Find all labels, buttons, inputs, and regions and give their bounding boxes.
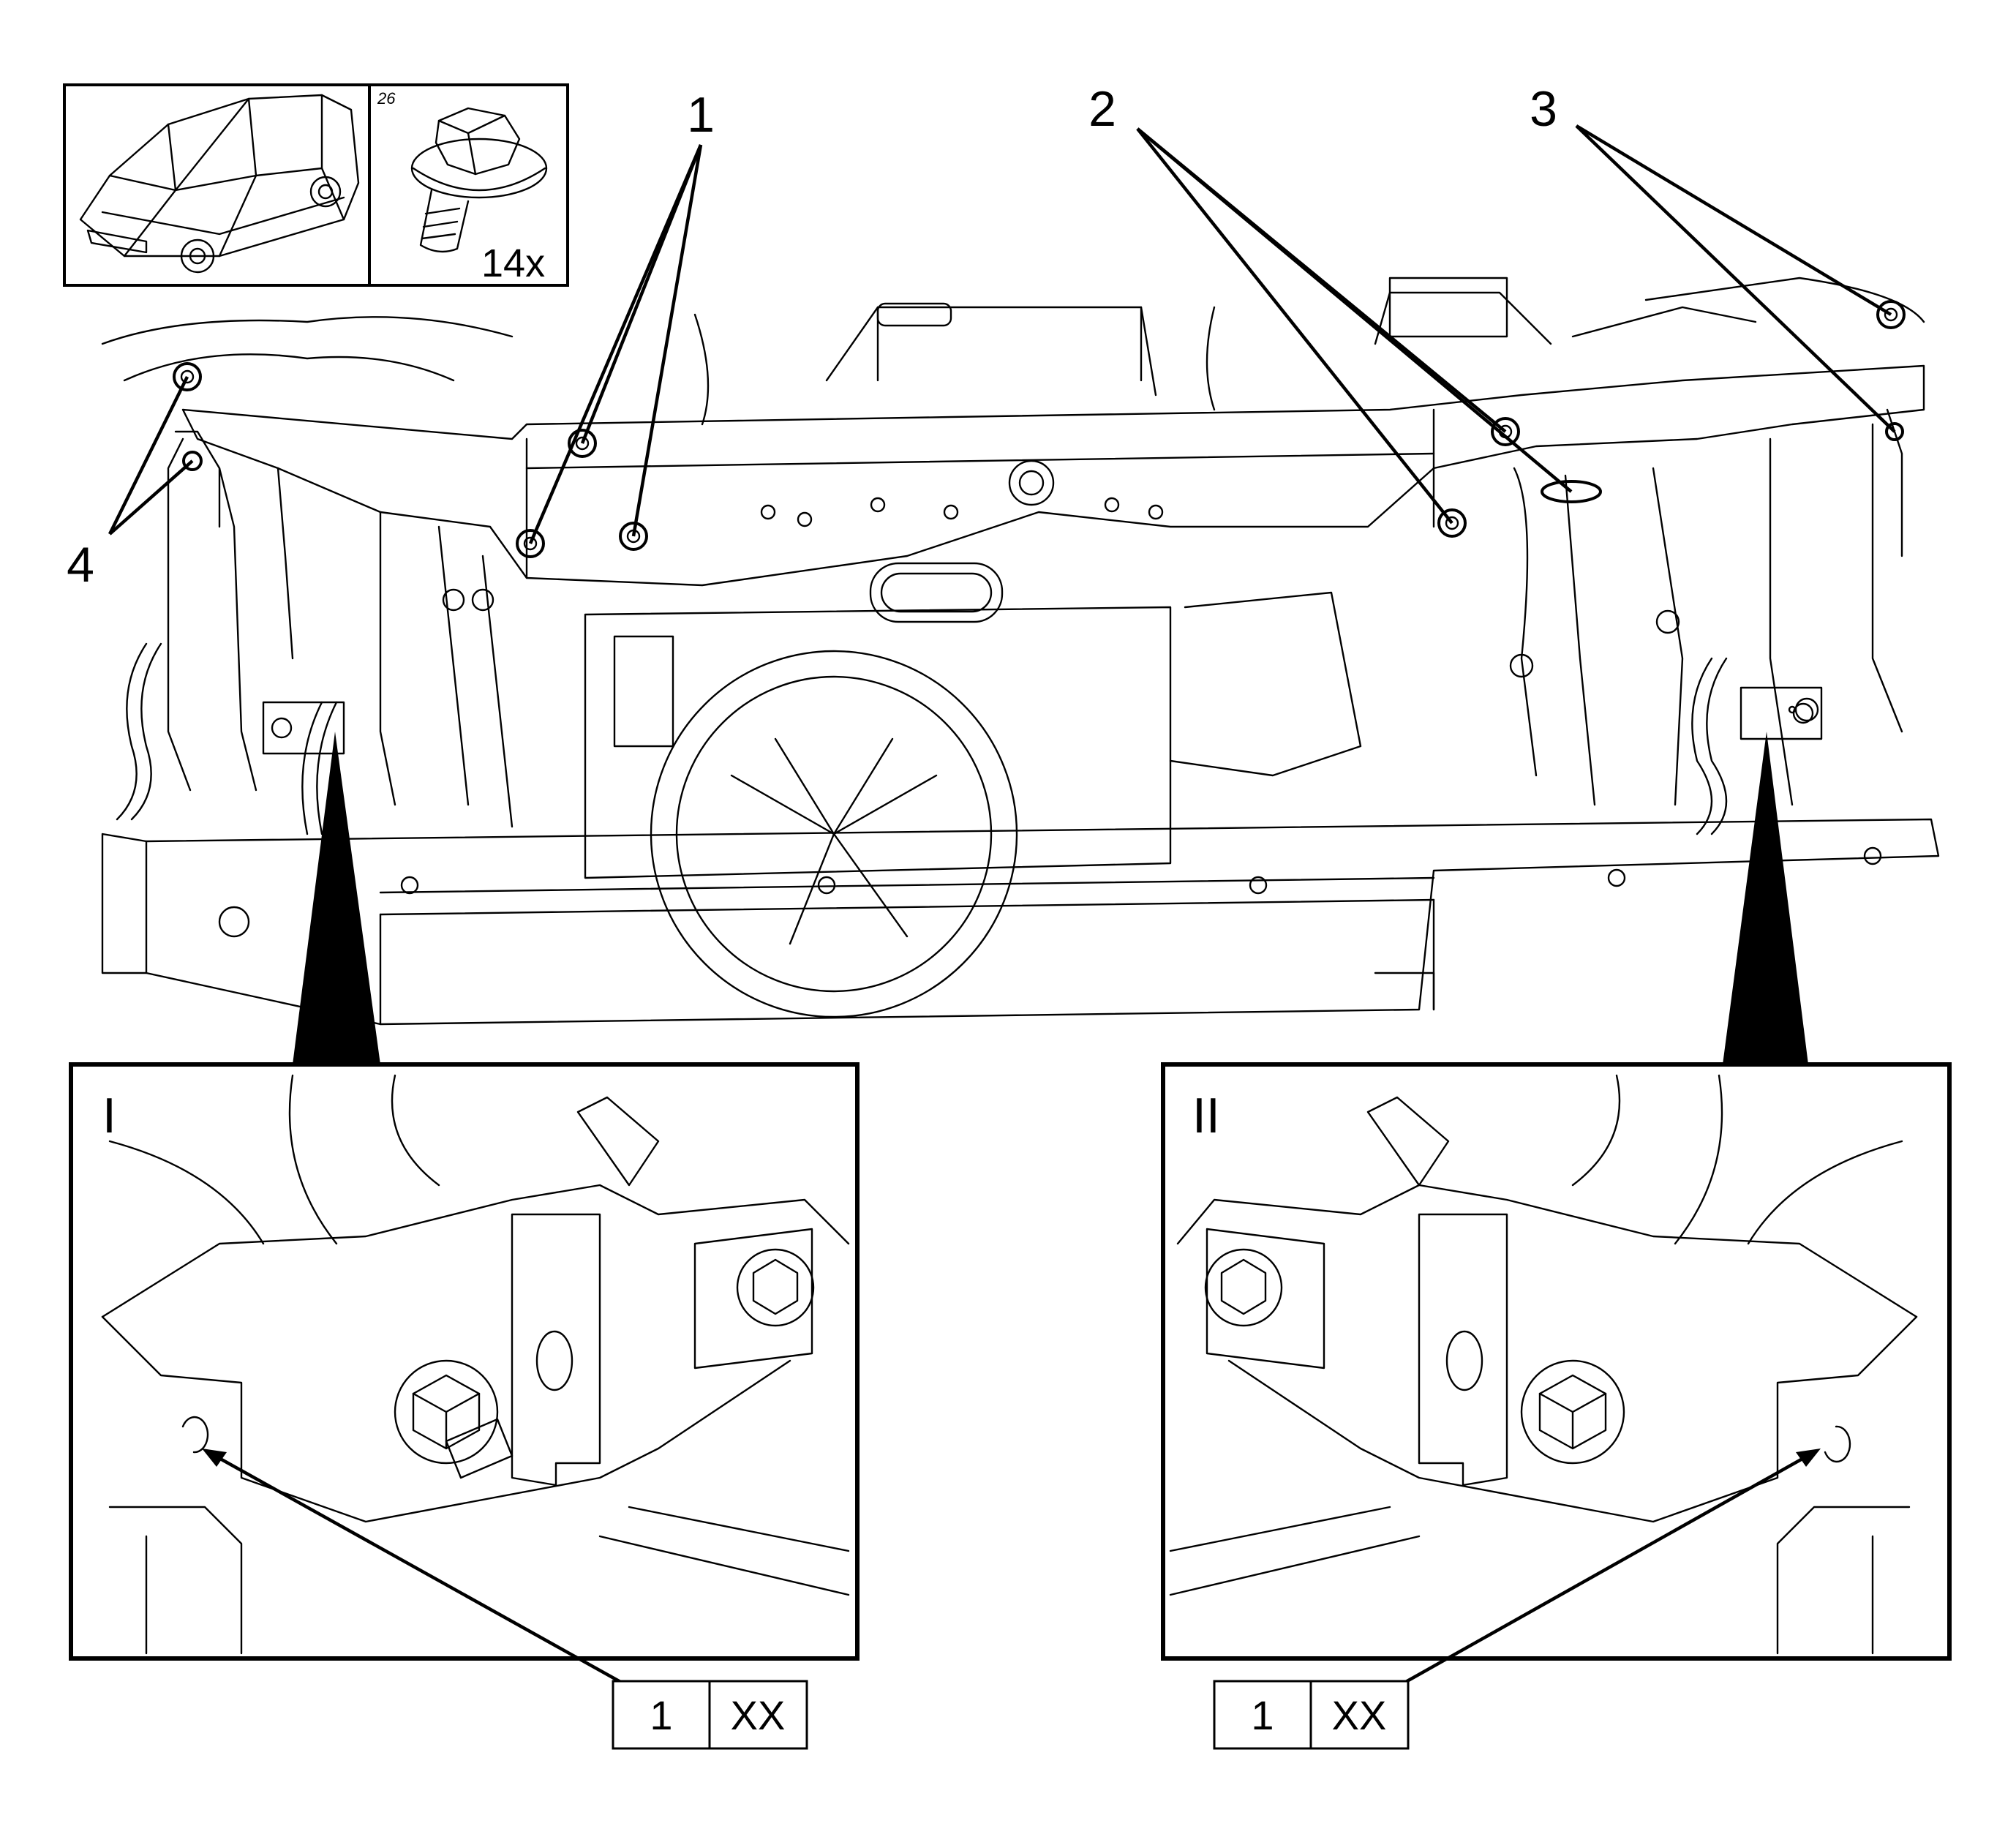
detail-I-qty: 1 (650, 1692, 672, 1738)
callout-2: 2 (1088, 81, 1573, 525)
part-number-label: 26 (377, 89, 396, 108)
detail-table-II: 1 XX (1213, 1680, 1410, 1750)
detail-view-II: II (1161, 1062, 1952, 1684)
quantity-label: 14x (481, 241, 545, 285)
detail-I-code: XX (731, 1692, 786, 1738)
thumbnail-panel: 26 14x (63, 83, 569, 287)
flange-bolt-icon (410, 107, 548, 253)
detail-label-II: II (1192, 1088, 1220, 1143)
callout-label-1: 1 (687, 87, 715, 143)
callout-1: 1 (528, 87, 715, 544)
detail-pointer-II (1723, 732, 1808, 1064)
front-end-drawing (101, 277, 1940, 1026)
callout-label-3: 3 (1530, 81, 1557, 137)
callout-label-2: 2 (1088, 81, 1116, 137)
detail-label-I: I (102, 1088, 116, 1143)
detail-II-qty: 1 (1251, 1692, 1274, 1738)
callout-4: 4 (67, 376, 194, 593)
detail-II-code: XX (1332, 1692, 1387, 1738)
detail-view-I: I (69, 1062, 860, 1684)
detail-pointer-I (293, 732, 380, 1064)
detail-table-I: 1 XX (612, 1680, 808, 1750)
callout-label-4: 4 (67, 537, 94, 593)
vehicle-body-icon (79, 94, 360, 274)
bolt-markers (173, 300, 1906, 558)
callout-3: 3 (1530, 81, 1896, 433)
